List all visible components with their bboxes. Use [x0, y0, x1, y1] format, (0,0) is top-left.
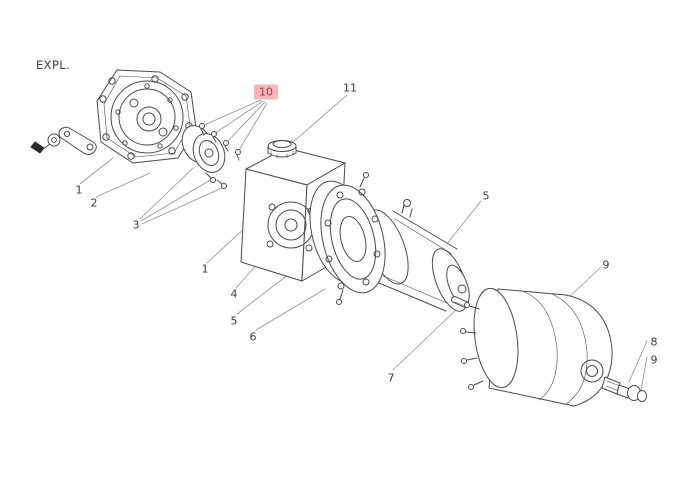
leader-lines: [79, 94, 648, 391]
callout-8[interactable]: 8: [650, 335, 658, 349]
callout-2[interactable]: 2: [90, 196, 98, 210]
callout-3[interactable]: 3: [132, 218, 140, 232]
callout-7[interactable]: 7: [387, 371, 395, 385]
part-pump-cartridge: [181, 123, 241, 189]
callout-5b[interactable]: 5: [482, 189, 490, 203]
part-end-plate: [96, 69, 197, 164]
callout-1b[interactable]: 1: [201, 262, 209, 276]
callout-11[interactable]: 11: [343, 81, 357, 95]
part-outlet-fitting: [601, 376, 647, 402]
callout-4[interactable]: 4: [230, 287, 238, 301]
callout-5a[interactable]: 5: [230, 314, 238, 328]
callout-1a[interactable]: 1: [75, 183, 83, 197]
callout-9b[interactable]: 9: [650, 353, 658, 367]
part-filler-cap: [267, 140, 297, 159]
callout-6[interactable]: 6: [249, 330, 257, 344]
part-lever-assembly: [30, 126, 97, 155]
view-label: EXPL.: [36, 58, 71, 72]
callout-10-highlighted[interactable]: 10: [254, 84, 278, 100]
callout-9a[interactable]: 9: [602, 258, 610, 272]
part-mounting-flange: [309, 172, 386, 305]
part-end-cover: [460, 287, 613, 407]
